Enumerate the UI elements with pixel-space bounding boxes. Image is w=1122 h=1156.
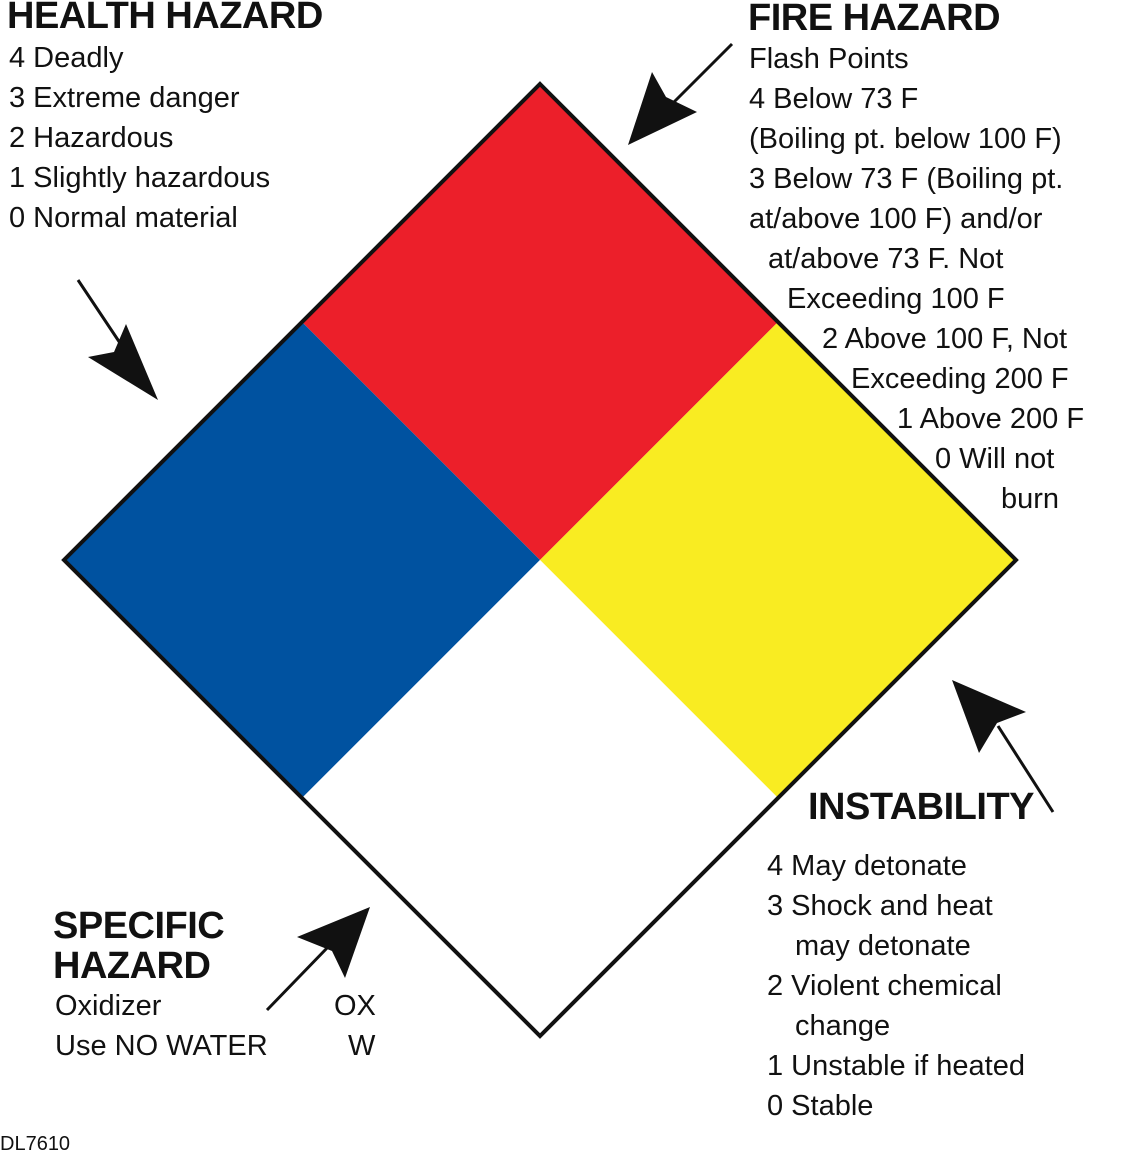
specific-item-code: OX <box>334 990 376 1022</box>
instability-heading: INSTABILITY <box>808 786 1035 828</box>
instability-line: change <box>795 1010 891 1042</box>
health-level-1: 1 Slightly hazardous <box>9 162 271 194</box>
fire-arrow-icon <box>628 42 734 145</box>
fire-line: 2 Above 100 F, Not <box>822 323 1068 355</box>
fire-line: burn <box>1001 483 1060 515</box>
health-level-3: 3 Extreme danger <box>9 82 240 114</box>
specific-hazard-heading: SPECIFIC <box>53 905 225 947</box>
health-hazard-levels: 4 Deadly 3 Extreme danger 2 Hazardous 1 … <box>9 38 270 238</box>
fire-line: Exceeding 200 F <box>851 363 1069 395</box>
health-arrow-icon <box>76 279 158 400</box>
diamond-outline <box>61 81 1019 1039</box>
instability-line: 3 Shock and heat <box>767 890 993 922</box>
document-code: DL7610 <box>0 1133 71 1155</box>
fire-hazard-heading: FIRE HAZARD <box>748 0 1001 39</box>
fire-line: 1 Above 200 F <box>897 403 1085 435</box>
instability-line: 0 Stable <box>767 1090 874 1122</box>
specific-arrow-icon <box>265 907 370 1012</box>
fire-hazard-levels: Flash Points 4 Below 73 F (Boiling pt. b… <box>749 39 1084 519</box>
health-level-0: 0 Normal material <box>9 202 238 234</box>
fire-line: 4 Below 73 F <box>749 83 919 115</box>
fire-line: 0 Will not <box>935 443 1055 475</box>
instability-line: 4 May detonate <box>767 850 967 882</box>
health-level-4: 4 Deadly <box>9 42 124 74</box>
fire-line: at/above 100 F) and/or <box>749 203 1043 235</box>
fire-line: at/above 73 F. Not <box>768 243 1004 275</box>
fire-line: 3 Below 73 F (Boiling pt. <box>749 163 1064 195</box>
instability-levels: 4 May detonate 3 Shock and heat may deto… <box>767 846 1025 1126</box>
fire-line: Exceeding 100 F <box>787 283 1005 315</box>
health-level-2: 2 Hazardous <box>9 122 174 154</box>
instability-line: 2 Violent chemical <box>767 970 1002 1002</box>
specific-item-label: Use NO WATER <box>55 1030 268 1062</box>
specific-item-label: Oxidizer <box>55 990 162 1022</box>
fire-line: (Boiling pt. below 100 F) <box>749 123 1062 155</box>
specific-hazard-heading: HAZARD <box>53 945 211 987</box>
health-hazard-heading: HEALTH HAZARD <box>7 0 323 37</box>
instability-arrow-icon <box>952 680 1055 813</box>
fire-line: Flash Points <box>749 43 909 75</box>
instability-line: may detonate <box>795 930 971 962</box>
instability-line: 1 Unstable if heated <box>767 1050 1025 1082</box>
specific-item-code: W <box>348 1030 376 1062</box>
